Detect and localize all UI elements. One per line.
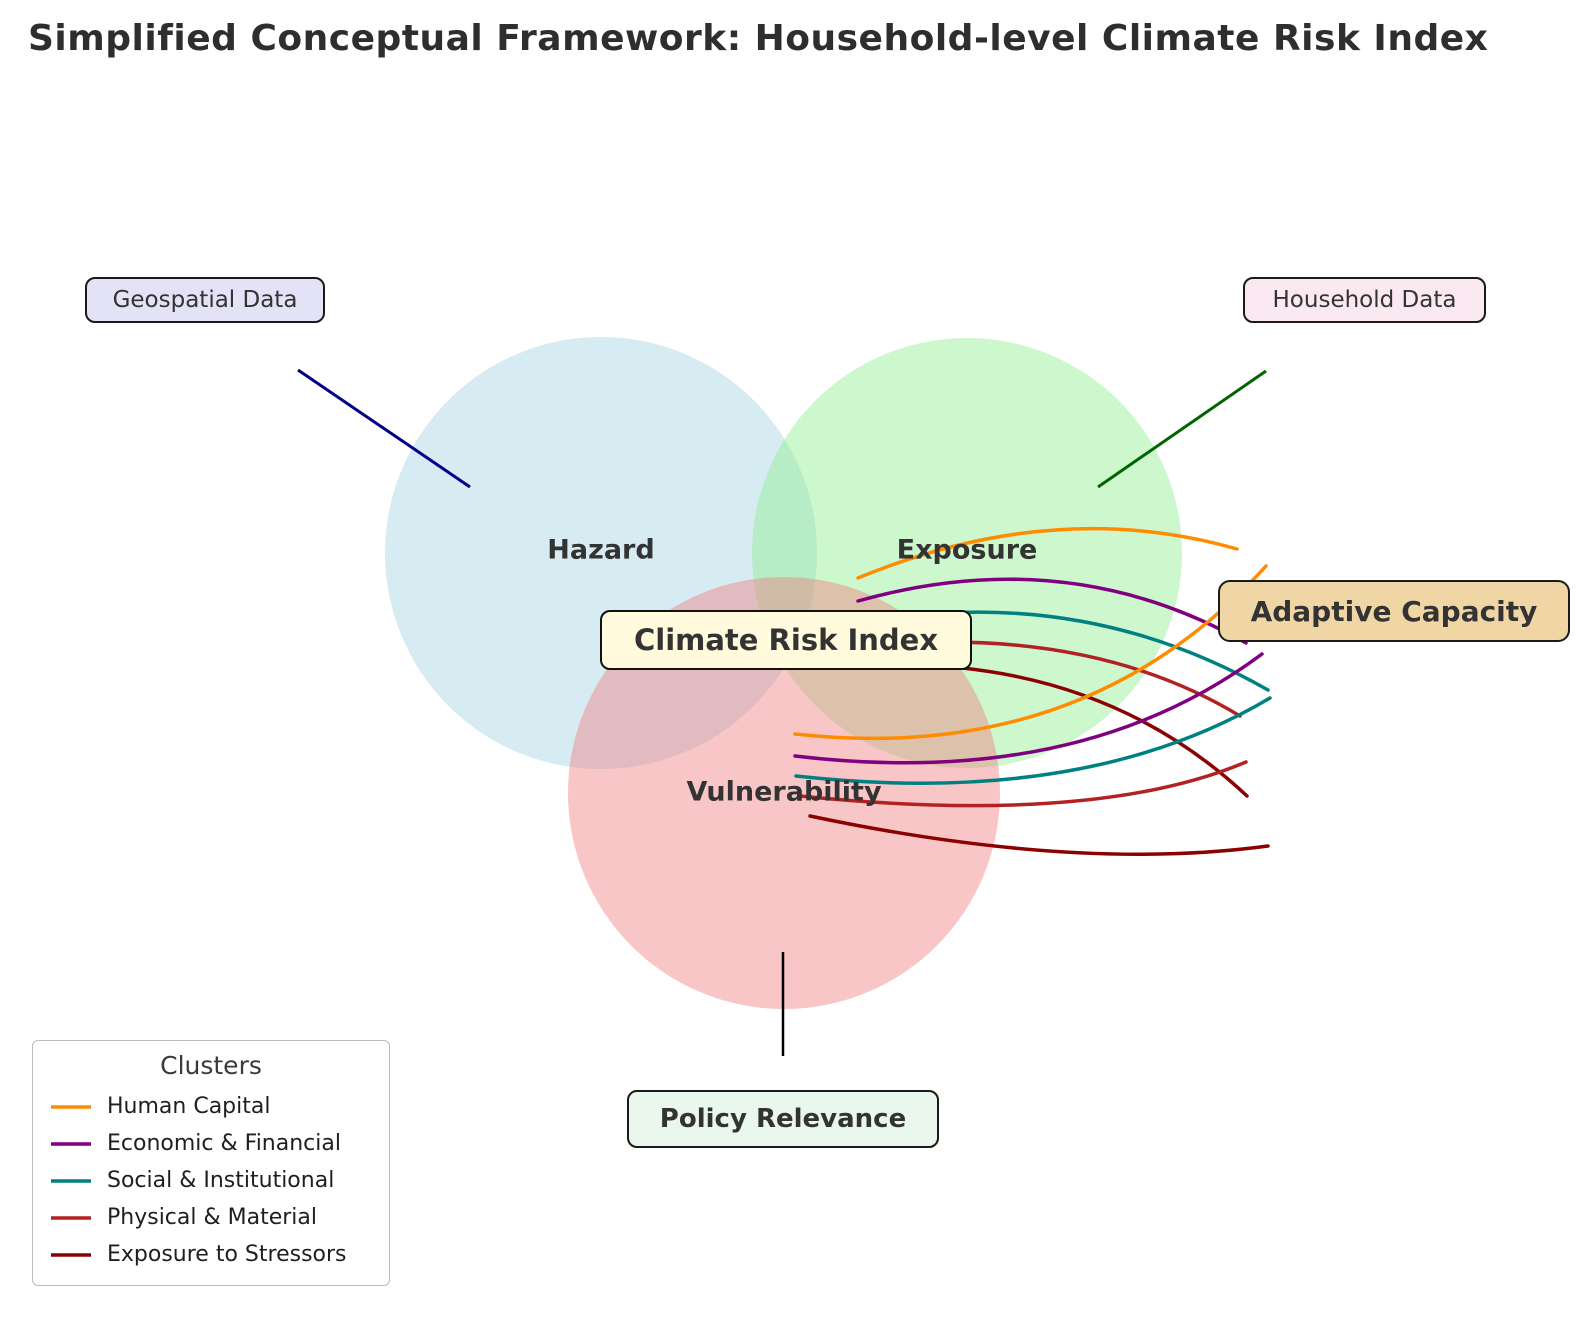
- legend-swatch-physical-material-icon: [51, 1215, 91, 1220]
- legend-label: Social & Institutional: [107, 1168, 335, 1193]
- legend-swatch-social-institutional-icon: [51, 1178, 91, 1183]
- vulnerability-circle: [568, 577, 1000, 1009]
- curve-economic-financial-from-vulnerability: [793, 652, 1264, 765]
- legend-title: Clusters: [160, 1051, 262, 1080]
- legend-swatch-human-capital-icon: [51, 1104, 91, 1109]
- legend-label: Human Capital: [107, 1094, 271, 1119]
- geospatial-data-box: Geospatial Data: [85, 277, 325, 323]
- climate-risk-index-box: Climate Risk Index: [600, 610, 972, 670]
- clusters-legend: Clusters Human Capital Economic & Financ…: [32, 1040, 390, 1286]
- legend-label: Physical & Material: [107, 1205, 318, 1230]
- legend-item-human-capital: Human Capital: [33, 1088, 389, 1125]
- curve-social-institutional-from-vulnerability: [794, 696, 1272, 785]
- household-data-box: Household Data: [1243, 277, 1486, 323]
- legend-swatch-economic-financial-icon: [51, 1141, 91, 1146]
- hazard-label: Hazard: [547, 534, 655, 566]
- curve-human-capital-from-exposure: [856, 526, 1239, 580]
- legend-item-economic-financial: Economic & Financial: [33, 1125, 389, 1162]
- policy-relevance-box: Policy Relevance: [627, 1090, 939, 1148]
- vulnerability-label: Vulnerability: [686, 776, 882, 808]
- legend-item-physical-material: Physical & Material: [33, 1199, 389, 1236]
- legend-swatch-exposure-stressors-icon: [51, 1252, 91, 1257]
- legend-label: Economic & Financial: [107, 1131, 341, 1156]
- curve-human-capital-from-vulnerability: [793, 564, 1268, 741]
- page-title: Simplified Conceptual Framework: Househo…: [28, 18, 1489, 59]
- adaptive-capacity-box: Adaptive Capacity: [1218, 580, 1570, 642]
- legend-item-social-institutional: Social & Institutional: [33, 1162, 389, 1199]
- curve-exposure-stressors-from-vulnerability: [808, 814, 1270, 856]
- curve-economic-financial-from-exposure: [856, 577, 1248, 645]
- legend-item-exposure-stressors: Exposure to Stressors: [33, 1236, 389, 1273]
- legend-label: Exposure to Stressors: [107, 1242, 347, 1267]
- exposure-label: Exposure: [896, 534, 1038, 566]
- household-connector-line: [1097, 369, 1267, 489]
- curve-physical-material-from-vulnerability: [798, 760, 1248, 808]
- geospatial-connector-line: [297, 368, 471, 489]
